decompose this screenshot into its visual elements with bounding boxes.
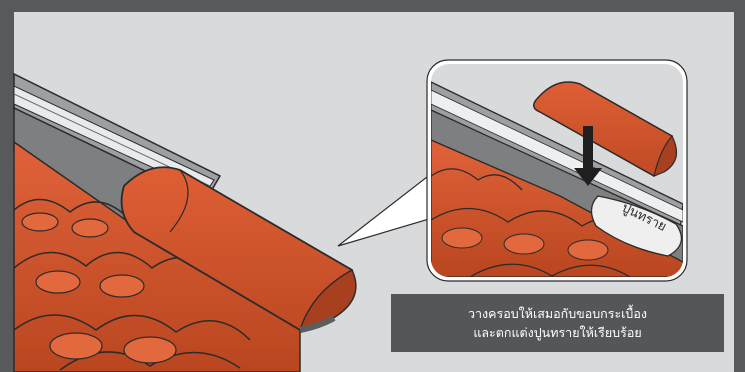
caption-line-2: และตกแต่งปูนทรายให้เรียบร้อย bbox=[391, 323, 724, 342]
caption-box: วางครอบให้เสมอกับขอบกระเบื้อง และตกแต่งป… bbox=[391, 294, 724, 352]
detail-scene: ปูนทราย bbox=[431, 64, 683, 277]
caption-line-1: วางครอบให้เสมอกับขอบกระเบื้อง bbox=[391, 304, 724, 323]
